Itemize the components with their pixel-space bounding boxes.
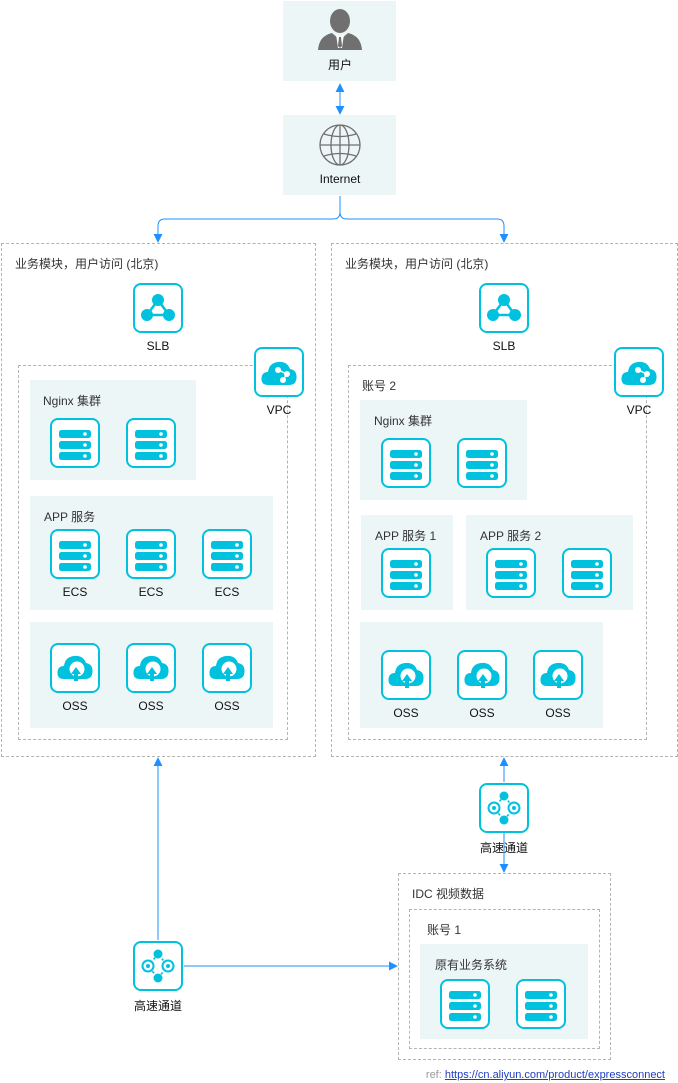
- reference-prefix: ref:: [425, 1069, 442, 1081]
- left-ecs-1-icon: [50, 529, 100, 579]
- right-oss-3-label: OSS: [545, 706, 571, 720]
- right-oss-2-label: OSS: [469, 706, 495, 720]
- right-account-title: 账号 2: [362, 379, 397, 393]
- right-vpc-label: VPC: [626, 403, 652, 417]
- left-nginx-server-2-icon: [126, 418, 176, 468]
- internet-left-link: [153, 196, 341, 243]
- left-oss-3-label: OSS: [214, 699, 240, 713]
- user-icon: [316, 8, 364, 52]
- idc-server-1-icon: [440, 979, 490, 1029]
- left-oss-2-label: OSS: [138, 699, 164, 713]
- idc-title: IDC 视频数据: [412, 887, 485, 901]
- left-slb-icon: [133, 283, 183, 333]
- internet-label: Internet: [319, 172, 361, 186]
- left-oss-1-label: OSS: [62, 699, 88, 713]
- internet-right-link: [339, 211, 509, 243]
- right-slb-icon: [479, 283, 529, 333]
- right-app2-server-2-icon: [562, 548, 612, 598]
- left-nginx-server-1-icon: [50, 418, 100, 468]
- left-express-connect-label: 高速通道: [133, 999, 183, 1013]
- left-ecs-3-icon: [202, 529, 252, 579]
- left-ecs-1-label: ECS: [62, 585, 88, 599]
- idc-system-title: 原有业务系统: [435, 958, 508, 972]
- left-vpc-icon: [254, 347, 304, 397]
- right-region-title: 业务模块，用户访问 (北京): [345, 257, 489, 271]
- right-nginx-server-1-icon: [381, 438, 431, 488]
- right-slb-label: SLB: [492, 339, 516, 353]
- right-oss-1-icon: [381, 650, 431, 700]
- left-oss-2-icon: [126, 643, 176, 693]
- left-nginx-title: Nginx 集群: [43, 394, 102, 408]
- left-ecs-2-label: ECS: [138, 585, 164, 599]
- left-ecs-3-label: ECS: [214, 585, 240, 599]
- user-label: 用户: [327, 58, 353, 72]
- reference-link[interactable]: https://cn.aliyun.com/product/expresscon…: [444, 1069, 665, 1081]
- left-ecs-2-icon: [126, 529, 176, 579]
- globe-icon: [318, 123, 362, 167]
- right-app1-server-icon: [381, 548, 431, 598]
- left-vpc-area: [18, 365, 288, 740]
- idc-account-area: [409, 909, 600, 1049]
- idc-server-2-icon: [516, 979, 566, 1029]
- idc-account-title: 账号 1: [427, 923, 462, 937]
- left-region: [1, 243, 316, 757]
- right-nginx-server-2-icon: [457, 438, 507, 488]
- right-oss-1-label: OSS: [393, 706, 419, 720]
- right-nginx-title: Nginx 集群: [374, 414, 433, 428]
- right-oss-3-icon: [533, 650, 583, 700]
- right-app1-title: APP 服务 1: [375, 529, 437, 543]
- left-slb-label: SLB: [146, 339, 170, 353]
- left-oss-1-icon: [50, 643, 100, 693]
- right-vpc-icon: [614, 347, 664, 397]
- left-oss-3-icon: [202, 643, 252, 693]
- right-app2-server-1-icon: [486, 548, 536, 598]
- right-vpc-area: [348, 365, 647, 740]
- right-app2-title: APP 服务 2: [480, 529, 542, 543]
- right-express-connect-icon: [479, 783, 529, 833]
- idc-region: [398, 873, 611, 1060]
- left-app-title: APP 服务: [44, 510, 96, 524]
- left-region-title: 业务模块，用户访问 (北京): [15, 257, 159, 271]
- right-express-connect-label: 高速通道: [479, 841, 529, 855]
- left-vpc-label: VPC: [266, 403, 292, 417]
- reference-note: ref: https://cn.aliyun.com/product/expre…: [426, 1069, 665, 1081]
- right-oss-2-icon: [457, 650, 507, 700]
- left-express-connect-icon: [133, 941, 183, 991]
